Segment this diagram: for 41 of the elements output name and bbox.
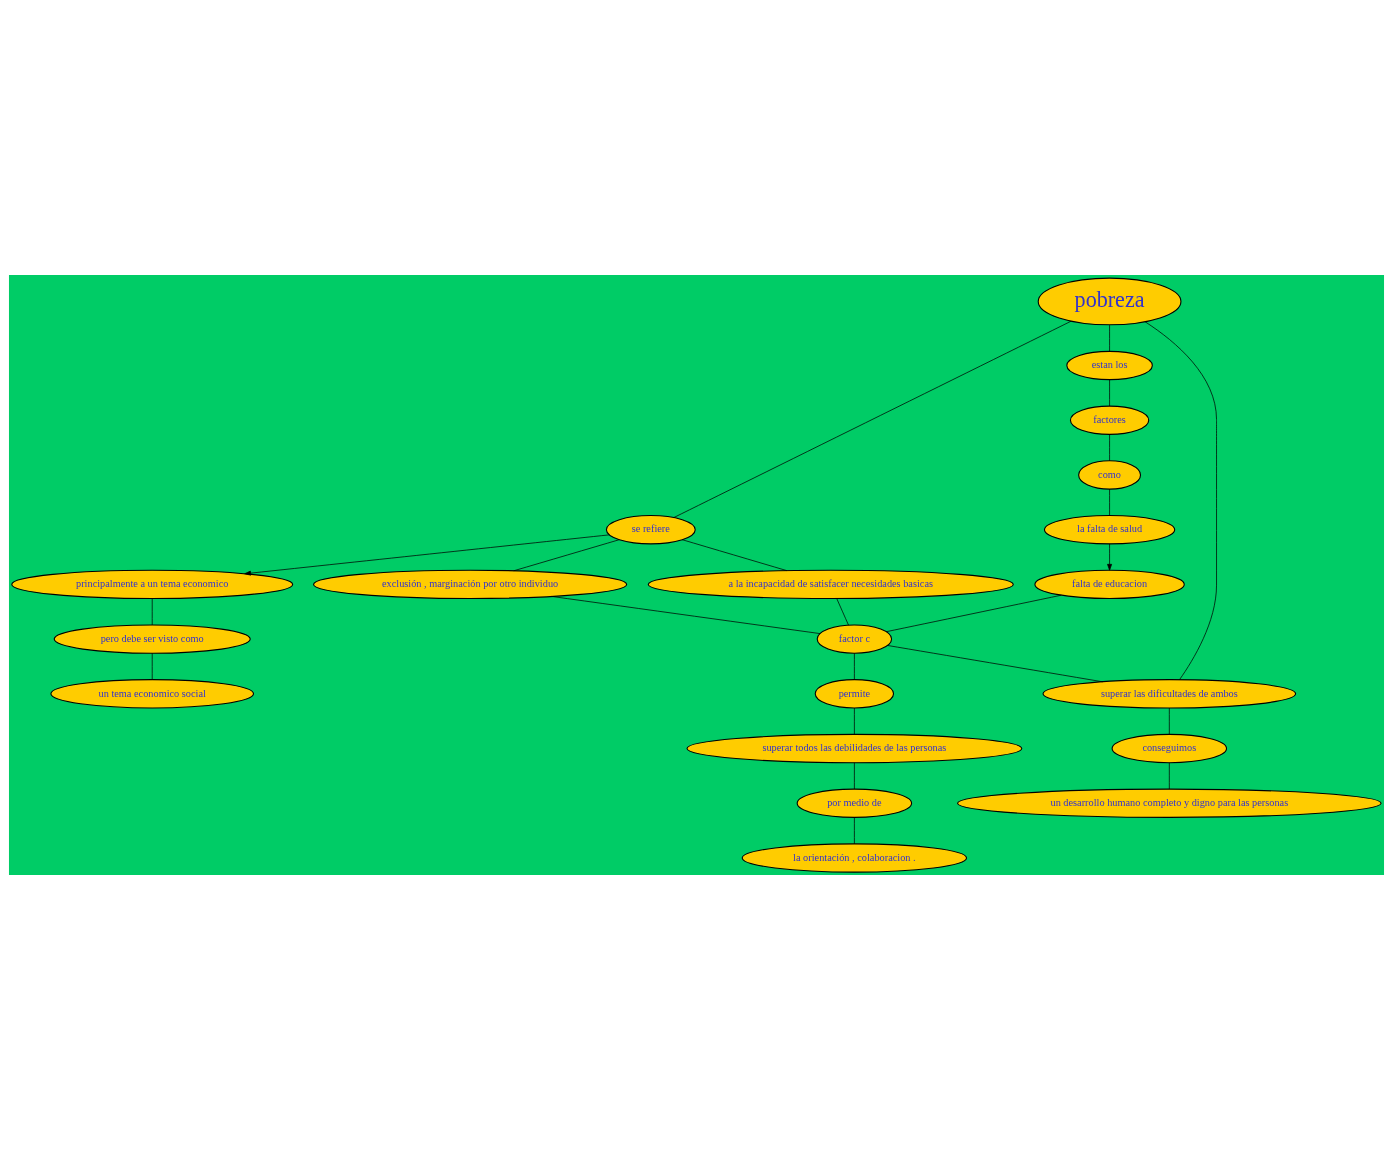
node-ellipse: conseguimos [1111, 733, 1228, 764]
connector [854, 707, 855, 735]
connector [854, 817, 855, 845]
node-ellipse: pobreza [1037, 277, 1182, 326]
node-ellipse: pero debe ser visto como [53, 624, 251, 654]
connector [836, 598, 849, 626]
node-ellipse: factores [1069, 405, 1150, 435]
connector [1109, 379, 1110, 407]
node-ellipse: superar todos las debilidades de las personas [686, 733, 1023, 764]
node-ellipse: por medio de [796, 788, 913, 818]
node-ellipse: exclusión , marginación por otro individuo [313, 569, 628, 600]
arrow [1107, 543, 1112, 571]
connector [1168, 707, 1170, 735]
connector [854, 652, 855, 680]
connector [673, 320, 1072, 518]
connector [885, 594, 1062, 633]
connector [681, 539, 788, 572]
node-ellipse: como [1078, 460, 1142, 490]
node-ellipse: estan los [1066, 350, 1153, 381]
connector [1144, 321, 1217, 680]
node-ellipse: la orientación , colaboracion . [741, 843, 968, 873]
node-ellipse: un desarrollo humano completo y digno para las personas [956, 788, 1382, 818]
connector [1109, 488, 1110, 516]
node-ellipse: falta de educacion [1034, 569, 1185, 600]
connector [1109, 324, 1110, 352]
node-ellipse: a la incapacidad de satisfacer necesidades basicas [647, 569, 1014, 600]
node-ellipse: factor c [816, 624, 893, 654]
node-ellipse: permite [814, 679, 895, 709]
node-ellipse: superar las dificultades de ambos [1042, 679, 1297, 709]
connector [1168, 762, 1170, 790]
connector [513, 539, 620, 572]
node-ellipse: se refiere [605, 514, 696, 545]
arrow [244, 534, 610, 576]
connector [151, 598, 153, 626]
connector [1109, 434, 1110, 462]
connector [551, 596, 821, 634]
connector [887, 645, 1104, 683]
connector [151, 652, 153, 680]
connector [854, 762, 855, 790]
node-ellipse: la falta de salud [1043, 514, 1176, 545]
node-ellipse: un tema economico social [50, 679, 255, 709]
